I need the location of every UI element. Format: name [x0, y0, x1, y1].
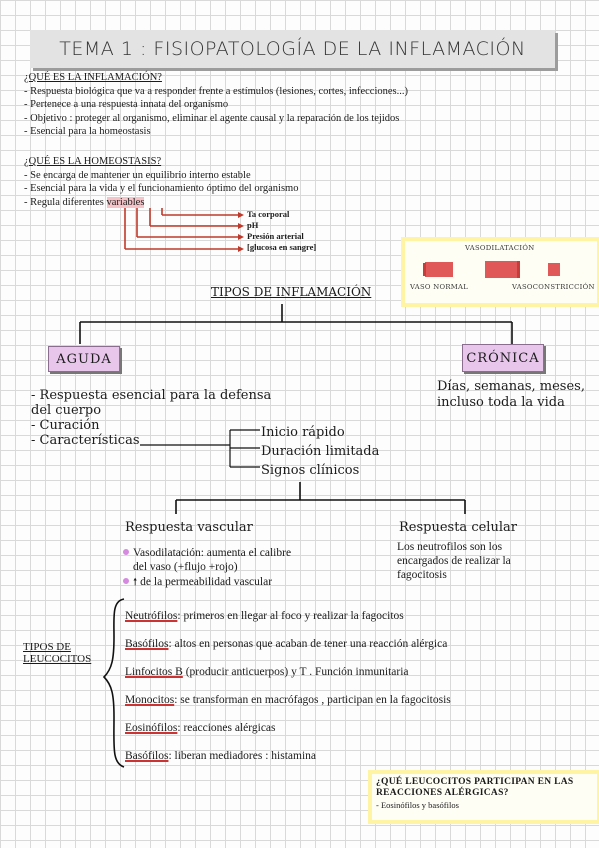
- leucocito-item: Basófilos: altos en personas que acaban …: [125, 638, 451, 666]
- inflamacion-line: - Objetivo : proteger al organismo, elim…: [24, 112, 400, 124]
- leucocito-item: Monocitos: se transforman en macrófagos …: [125, 694, 451, 722]
- leucocito-desc: : altos en personas que acaban de tener …: [168, 638, 448, 650]
- tipos-tree-lines: [79, 304, 513, 344]
- vasoconstriccion-shape: [548, 263, 560, 276]
- vasodilatacion-shape: [485, 261, 519, 278]
- respuesta-vascular-title: Respuesta vascular: [125, 520, 253, 535]
- vasodilatacion-title: VASODILATACIÓN: [465, 244, 535, 252]
- regula-prefix: - Regula diferentes: [24, 196, 107, 208]
- aguda-desc-line: del cuerpo: [31, 403, 102, 418]
- caracteristicas-list: Inicio rápido Duración limitada Signos c…: [261, 423, 379, 480]
- variable-glucosa: [glucosa en sangre]: [247, 242, 317, 252]
- vasoconstriccion-label: VASOCONSTRICCIÓN: [512, 283, 595, 291]
- variable-temperatura: Ta corporal: [247, 209, 290, 219]
- alergicas-box: ¿QUÉ LEUCOCITOS PARTICIPAN EN LAS REACCI…: [368, 770, 599, 824]
- bullet-icon: [123, 578, 129, 584]
- vaso-normal-edge: [423, 263, 426, 276]
- caracteristica-item: Inicio rápido: [261, 425, 345, 440]
- inflamacion-line: - Esencial para la homeostasis: [24, 126, 151, 137]
- vascular-line: del vaso (+flujo +rojo): [133, 561, 238, 573]
- celular-line: fagocitosis: [397, 569, 447, 581]
- aguda-desc-line: - Curación: [31, 418, 100, 433]
- leucocito-desc: : liberan mediadores : histamina: [168, 750, 316, 762]
- leucocitos-brace: [102, 598, 125, 768]
- vascular-line: de la permeabilidad vascular: [140, 576, 273, 588]
- aguda-desc-line: - Características: [31, 433, 140, 448]
- caracteristica-item: Signos clínicos: [261, 463, 360, 478]
- leucocitos-label-line: TIPOS DE: [23, 641, 71, 653]
- page-title: TEMA 1 : FISIOPATOLOGÍA DE LA INFLAMACIÓ…: [30, 30, 555, 68]
- leucocito-desc: : primeros en llegar al foco y realizar …: [177, 610, 404, 622]
- homeostasis-heading: ¿QUÉ ES LA HOMEOSTASIS?: [24, 156, 162, 167]
- aguda-description: - Respuesta esencial para la defensa del…: [31, 388, 271, 448]
- cronica-desc-line: Días, semanas, meses,: [437, 379, 585, 394]
- homeostasis-regula: - Regula diferentes variables: [24, 196, 298, 210]
- leucocito-name: Basófilos: [125, 638, 169, 650]
- respuesta-celular-desc: Los neutrofilos son los encargados de re…: [397, 540, 511, 582]
- vasodilatacion-edge: [517, 261, 520, 278]
- leucocitos-list: Neutrófilos: primeros en llegar al foco …: [125, 610, 451, 778]
- caracteristica-item: Duración limitada: [261, 444, 380, 459]
- leucocito-name: Monocitos: [125, 694, 175, 706]
- respuesta-celular-title: Respuesta celular: [399, 520, 517, 535]
- inflamacion-section: ¿QUÉ ES LA INFLAMACIÓN? - Respuesta biol…: [24, 71, 408, 139]
- leucocito-name: Eosinófilos: [125, 722, 178, 734]
- alergicas-answer: - Eosinófilos y basófilos: [376, 800, 459, 810]
- respuesta-vascular-list: Vasodilatación: aumenta el calibre del v…: [123, 546, 291, 590]
- alergicas-question: ¿QUÉ LEUCOCITOS PARTICIPAN EN LAS REACCI…: [372, 774, 597, 799]
- respuestas-tree-lines: [175, 482, 466, 514]
- vascular-item-vasodilatacion: Vasodilatación: aumenta el calibre del v…: [123, 546, 291, 574]
- leucocito-item: Neutrófilos: primeros en llegar al foco …: [125, 610, 451, 638]
- alergicas-question-line: REACCIONES ALÉRGICAS?: [376, 788, 509, 798]
- variables-tree: [124, 208, 244, 252]
- arrow-up-icon: 🠕: [133, 577, 138, 588]
- variables-highlight: variables: [106, 196, 145, 208]
- caracteristicas-connector: [140, 429, 260, 468]
- homeostasis-line: - Esencial para la vida y el funcionamie…: [24, 183, 299, 194]
- leucocito-desc: : reacciones alérgicas: [177, 722, 276, 734]
- leucocito-item: Linfocitos B (producir anticuerpos) y T …: [125, 666, 451, 694]
- alergicas-question-line: ¿QUÉ LEUCOCITOS PARTICIPAN EN LAS: [376, 777, 574, 787]
- tipos-heading: TIPOS DE INFLAMACIÓN: [211, 285, 372, 299]
- cronica-desc-line: incluso toda la vida: [437, 395, 565, 410]
- leucocito-name: Linfocitos B: [125, 666, 183, 678]
- vaso-normal-shape: [425, 262, 453, 277]
- aguda-desc-line: - Respuesta esencial para la defensa: [31, 388, 272, 403]
- celular-line: Los neutrofilos son los: [397, 541, 503, 553]
- leucocitos-label-line: LEUCOCITOS: [23, 653, 92, 665]
- leucocito-desc: : se transforman en macrófagos , partici…: [174, 694, 451, 706]
- variable-presion: Presión arterial: [247, 231, 304, 241]
- variable-ph: pH: [247, 220, 259, 230]
- vascular-item-permeabilidad: 🠕 de la permeabilidad vascular: [123, 575, 291, 590]
- cronica-label: CRÓNICA: [462, 344, 544, 372]
- aguda-label: AGUDA: [48, 346, 120, 372]
- leucocito-item: Basófilos: liberan mediadores : histamin…: [125, 750, 451, 778]
- cronica-description: Días, semanas, meses, incluso toda la vi…: [437, 379, 585, 411]
- celular-line: encargados de realizar la: [397, 555, 511, 567]
- vaso-normal-label: VASO NORMAL: [410, 283, 469, 291]
- inflamacion-heading: ¿QUÉ ES LA INFLAMACIÓN?: [24, 72, 162, 83]
- leucocito-name: Basófilos: [125, 750, 169, 762]
- leucocito-desc: (producir anticuerpos) y T . Función inm…: [182, 666, 409, 678]
- inflamacion-line: - Respuesta biológica que va a responder…: [24, 85, 408, 97]
- vasodilatacion-box: VASODILATACIÓN VASO NORMAL VASOCONSTRICC…: [401, 237, 599, 307]
- leucocito-item: Eosinófilos: reacciones alérgicas: [125, 722, 451, 750]
- vascular-line: Vasodilatación: aumenta el calibre: [133, 547, 292, 559]
- homeostasis-section: ¿QUÉ ES LA HOMEOSTASIS? - Se encarga de …: [24, 155, 298, 209]
- inflamacion-line: - Pertenece a una respuesta innata del o…: [24, 99, 229, 110]
- leucocitos-label: TIPOS DE LEUCOCITOS: [23, 641, 91, 665]
- leucocito-name: Neutrófilos: [125, 610, 178, 622]
- homeostasis-line: - Se encarga de mantener un equilibrio i…: [24, 169, 251, 181]
- bullet-icon: [123, 549, 129, 555]
